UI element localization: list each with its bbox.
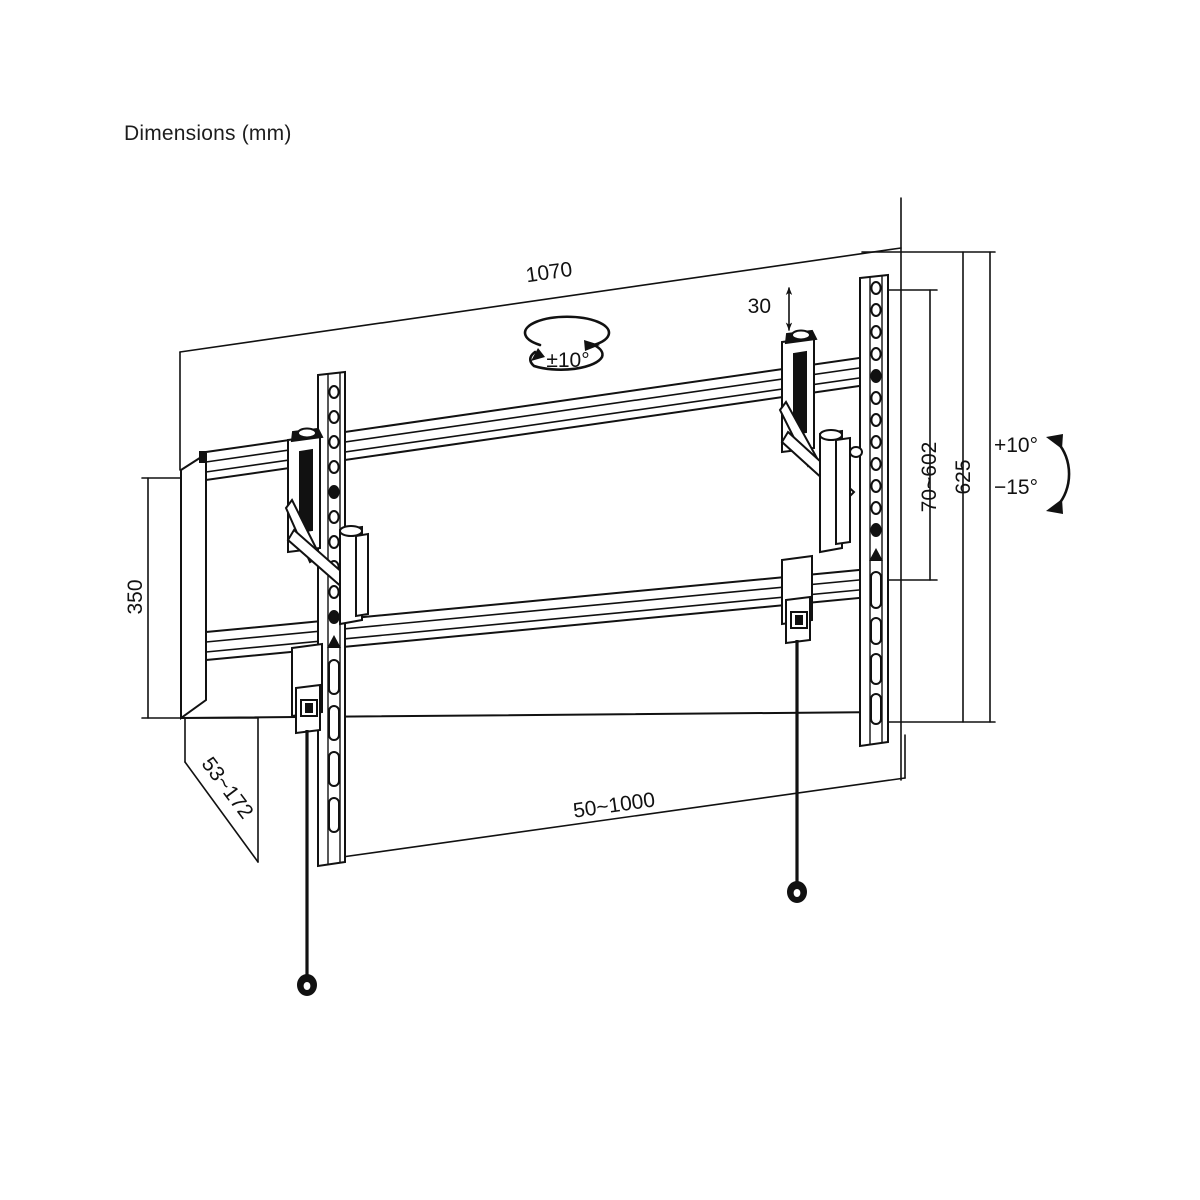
pull-cord-right-ring-hole — [793, 889, 801, 897]
tilt-arrow-down — [1046, 499, 1063, 514]
label-mount-height-range: 70~602 — [918, 442, 941, 513]
dim-line-1070 — [179, 247, 902, 353]
tilt-left-pivot-top — [339, 525, 363, 537]
cross-rails — [205, 353, 881, 662]
dim-line-50-1000 — [334, 777, 906, 859]
swivel-arrow-left — [531, 348, 545, 361]
swivel-arrow-right — [584, 340, 600, 351]
tilt-left-link-b — [355, 532, 369, 618]
wall-plate-right — [859, 273, 889, 748]
clamp-right — [781, 554, 813, 645]
swivel-arc-bottom — [528, 343, 604, 372]
label-tilt-down: −15° — [994, 476, 1038, 499]
tilt-right-link-b — [835, 436, 851, 546]
wall-plate-right-holes — [870, 281, 882, 537]
label-height-overall: 625 — [952, 459, 975, 494]
tilt-right-cap-knob — [791, 329, 811, 341]
pull-cord-right — [787, 640, 807, 903]
label-panel-height: 350 — [124, 579, 147, 614]
wall-plate-left — [317, 370, 346, 868]
tilt-left-cap-knob — [297, 427, 317, 439]
tilt-indicator — [1046, 434, 1071, 514]
tilt-left-rod — [299, 448, 313, 534]
tilt-arrow-up — [1046, 434, 1063, 449]
tilt-right-rod — [793, 350, 807, 436]
clamp-left — [291, 642, 323, 735]
tilt-arc — [1057, 442, 1071, 506]
label-width-overall: 1070 — [524, 258, 574, 287]
tilt-right-pivot-top — [819, 429, 843, 441]
pull-cord-left-ring-hole — [303, 982, 311, 990]
tilt-mechanism-right — [778, 329, 863, 554]
dim-line-53-172 — [184, 761, 259, 863]
page-title: Dimensions (mm) — [124, 122, 292, 145]
dimension-lines — [141, 197, 996, 863]
clamp-left-lock-glyph — [305, 703, 313, 713]
label-mount-width-range: 50~1000 — [572, 788, 657, 822]
tilt-mechanism-left — [284, 427, 369, 626]
wall-plate-right-slots — [870, 571, 882, 725]
swivel-indicator — [523, 315, 611, 372]
wall-plate-right-triangle-marker — [869, 548, 883, 561]
pull-cord-left — [297, 730, 317, 996]
swivel-arc-top — [523, 315, 611, 347]
panel-left-edge-face — [180, 452, 207, 720]
wall-plate-left-slots — [328, 659, 340, 833]
clamp-right-lock-glyph — [795, 615, 803, 625]
panel-left-edge — [180, 451, 207, 720]
label-top-offset: 30 — [748, 295, 771, 318]
label-depth-range: 53~172 — [197, 753, 258, 823]
label-tilt-up: +10° — [994, 434, 1038, 457]
label-swivel: ±10° — [546, 349, 589, 372]
wall-plate-left-triangle-marker — [327, 635, 341, 648]
tilt-right-pivot-side — [849, 446, 863, 458]
